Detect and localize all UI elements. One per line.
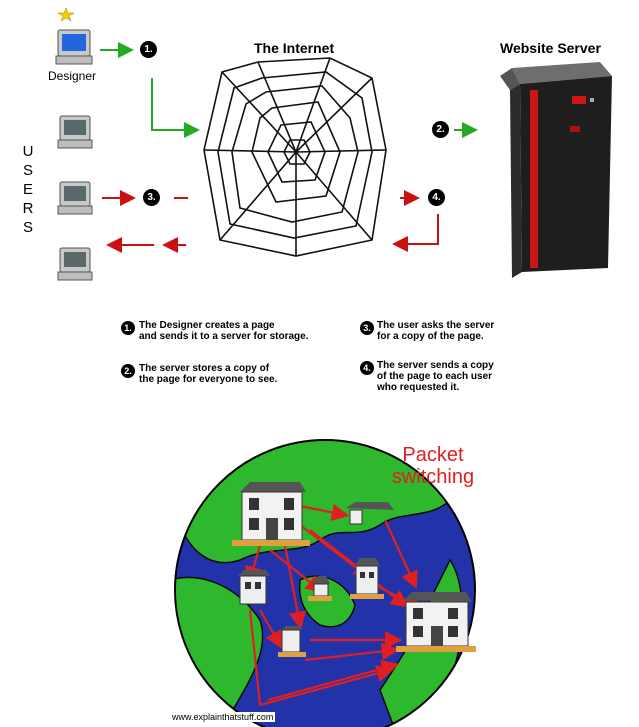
credit-text: www.explainthatstuff.com — [170, 712, 276, 722]
legend-step-1: The Designer creates a page and sends it… — [139, 320, 309, 342]
users-letter: R — [22, 200, 34, 217]
users-letter: S — [22, 162, 33, 179]
packet-switching-label: Packet switching — [391, 444, 475, 488]
packet-switching-globe — [174, 439, 476, 727]
legend-badge-1: 1. — [121, 321, 135, 335]
spider-web-icon — [203, 57, 387, 257]
packet-routes — [245, 503, 424, 707]
designer-computer-icon — [55, 7, 93, 65]
user-computer-icon — [57, 115, 93, 149]
legend-step-4: The server sends a copy of the page to e… — [377, 360, 494, 393]
users-letter: E — [22, 181, 33, 198]
users-label: U S E R S — [20, 142, 36, 237]
internet-title: The Internet — [254, 40, 335, 56]
house-icon — [232, 482, 310, 546]
user-computer-icon — [57, 181, 93, 215]
step-badge-1: 1. — [140, 41, 157, 58]
house-icon — [238, 570, 270, 605]
house-icon — [350, 558, 384, 599]
legend-badge-4: 4. — [360, 361, 374, 375]
step-badge-4: 4. — [428, 189, 445, 206]
web-diagram — [55, 7, 612, 281]
step-badge-2: 2. — [432, 121, 449, 138]
users-letter: S — [22, 219, 33, 236]
server-icon — [500, 62, 612, 278]
user-computer-icon — [57, 247, 93, 281]
legend-badge-3: 3. — [360, 321, 374, 335]
users-letter: U — [22, 143, 34, 160]
server-title: Website Server — [500, 40, 601, 56]
house-icon — [278, 626, 306, 657]
designer-label: Designer — [48, 69, 97, 83]
house-icon — [308, 576, 332, 601]
house-icon — [396, 592, 476, 652]
legend-badge-2: 2. — [121, 364, 135, 378]
house-icon — [346, 502, 394, 525]
step-badge-3: 3. — [143, 189, 160, 206]
legend-step-2: The server stores a copy of the page for… — [139, 363, 278, 385]
legend-step-3: The user asks the server for a copy of t… — [377, 320, 495, 342]
